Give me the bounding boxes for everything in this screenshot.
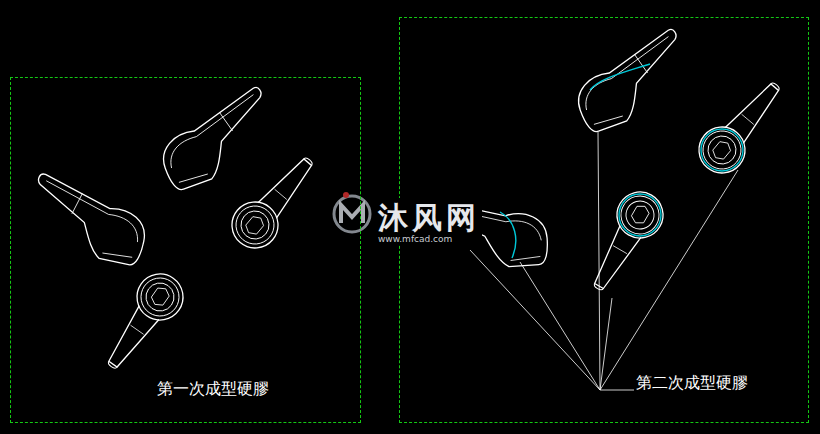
- mold-region: 第一次成型硬膠: [10, 77, 361, 423]
- watermark: 沐风网: [376, 198, 482, 239]
- watermark: www.mfcad.com: [376, 234, 454, 244]
- part-label: 第二次成型硬膠: [634, 373, 750, 392]
- part-label: 第一次成型硬膠: [155, 379, 271, 398]
